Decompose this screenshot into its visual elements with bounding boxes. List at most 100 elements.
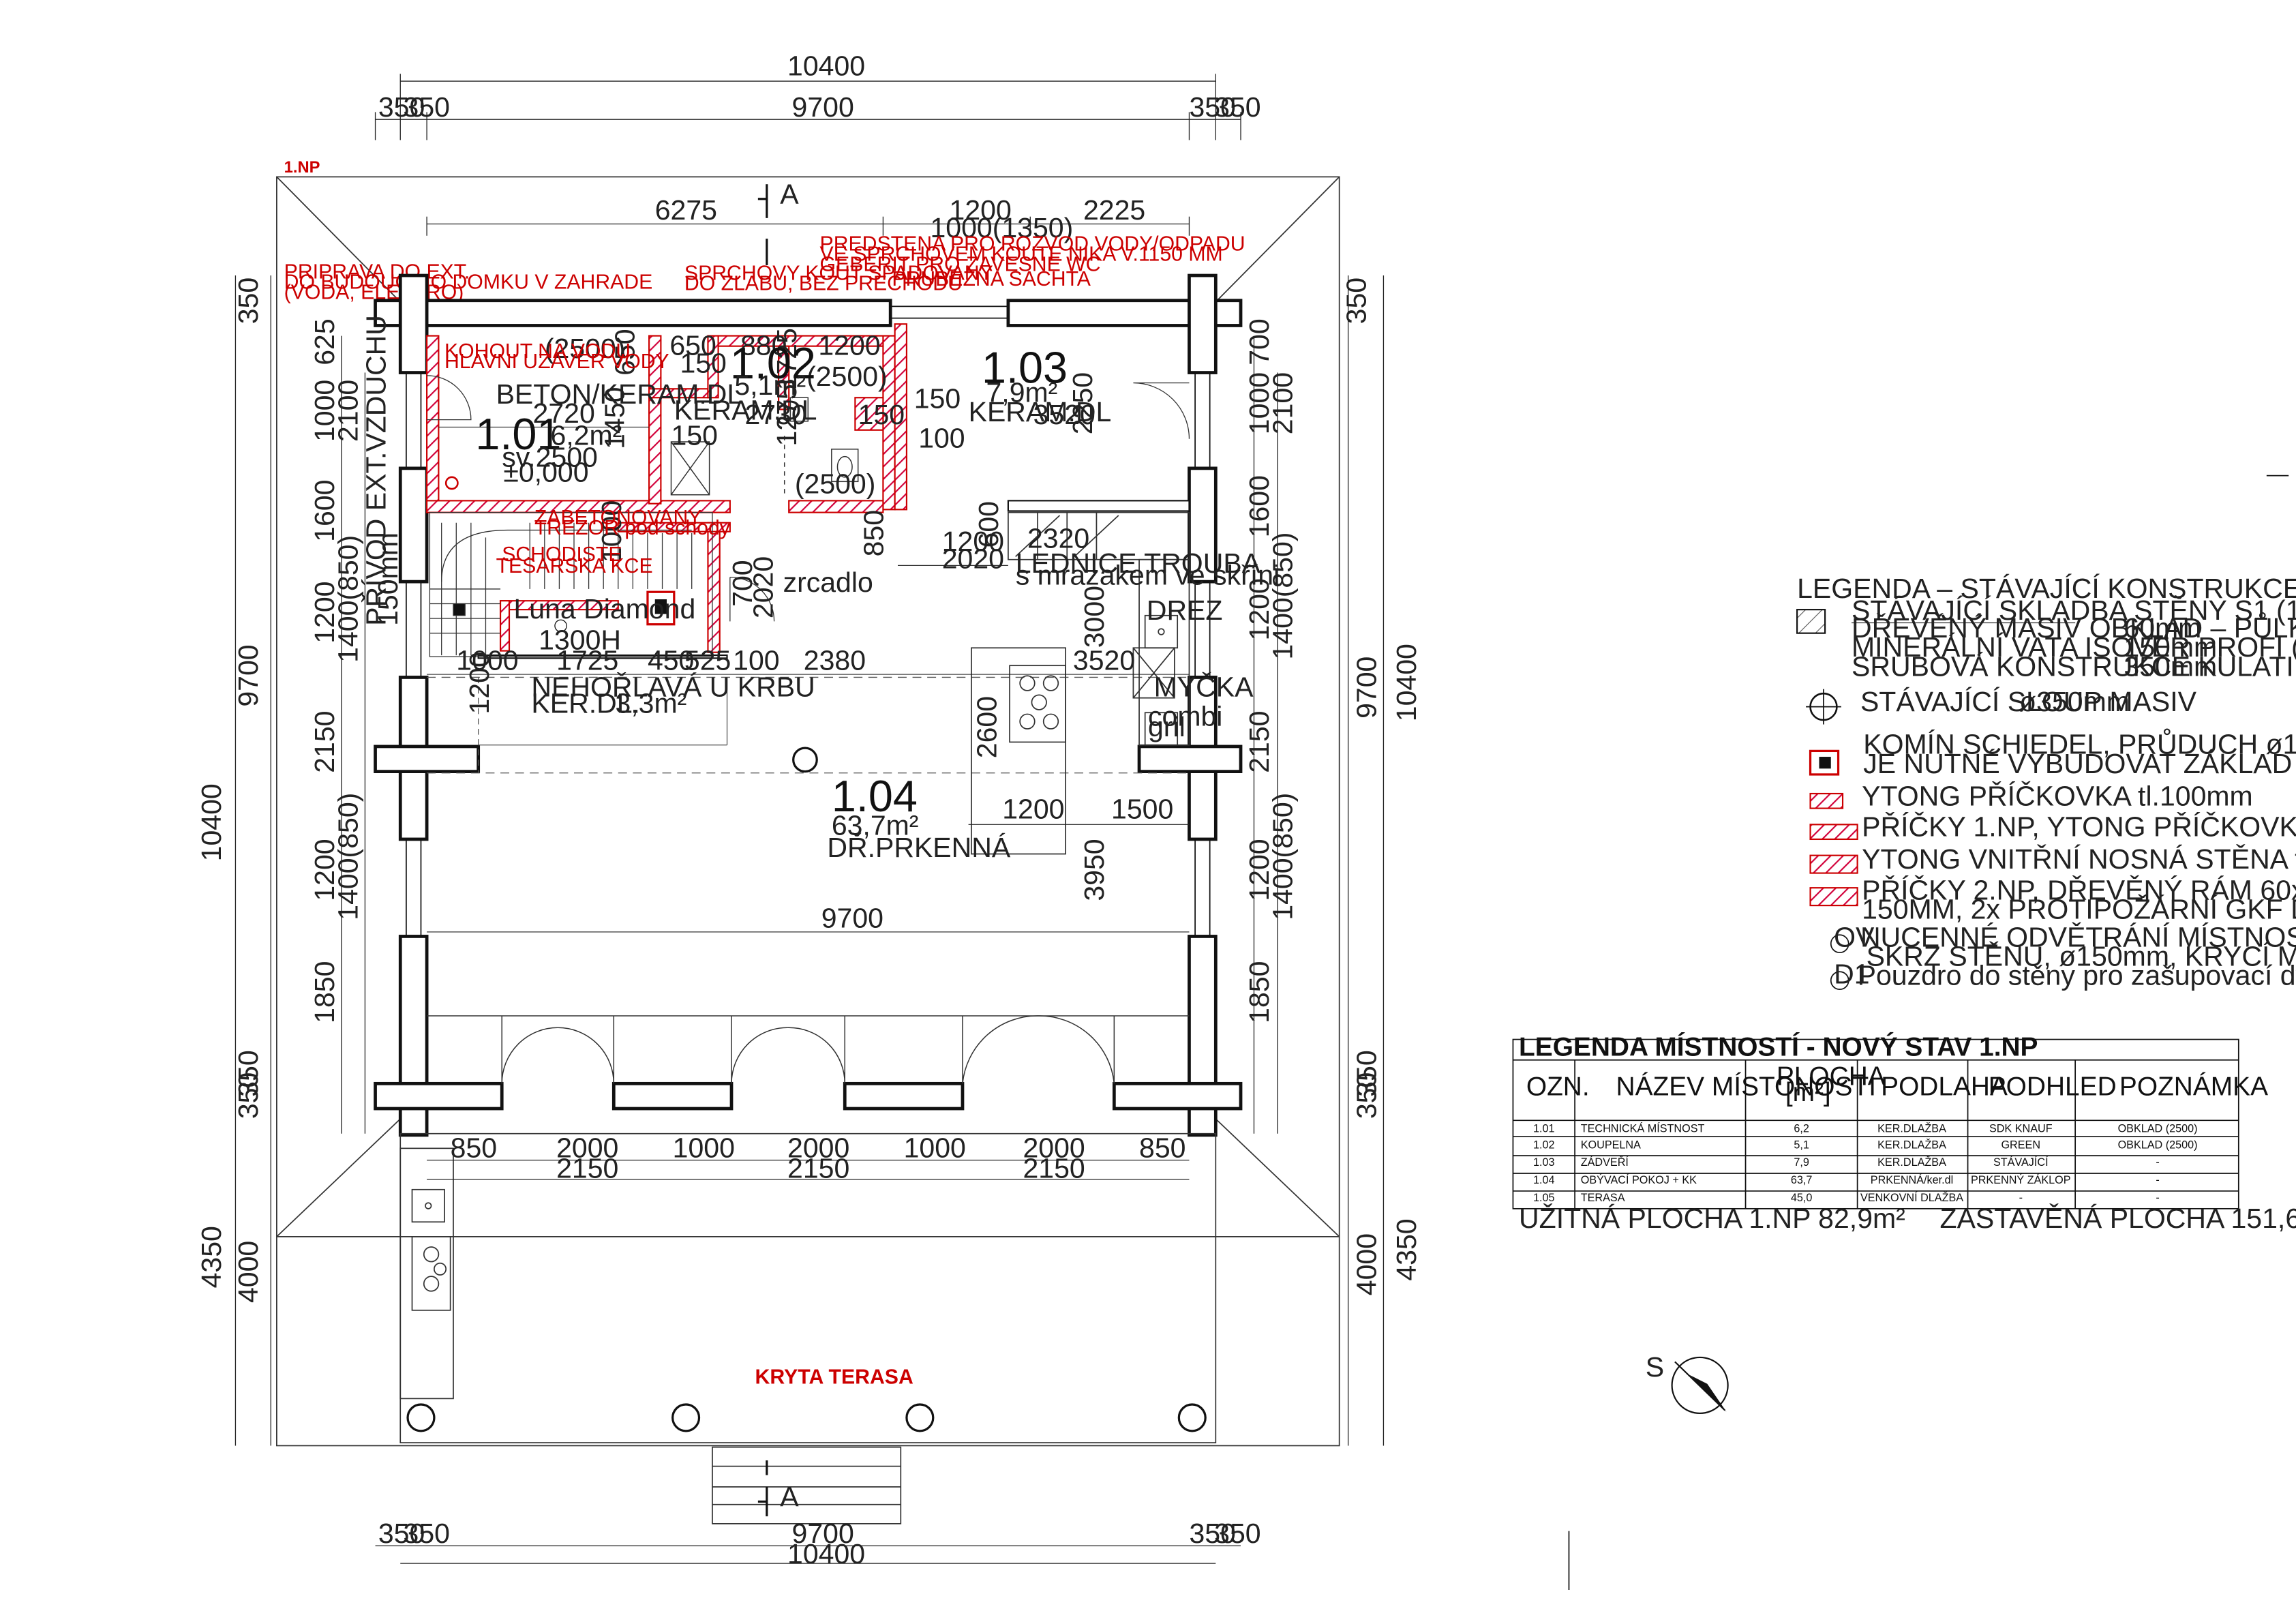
interior-dim-lines xyxy=(427,426,1190,933)
room-101-floor: BETON/KERAM.DL xyxy=(496,378,743,410)
legend-col: STÁVAJÍCÍ SLOUP MASIV xyxy=(1860,686,2197,717)
dim-left-1200b: 1200 xyxy=(309,839,340,901)
dim-bot-2000b: 2000 xyxy=(787,1132,849,1163)
dim-left-1600: 1600 xyxy=(309,480,340,542)
table-cell: KOUPELNA xyxy=(1581,1139,1641,1151)
dim-in-1450: 1450 xyxy=(599,387,630,449)
right-dim-labels: 350 700 1000 2100 1600 1200 1400(850) 97… xyxy=(1243,277,1422,1295)
legend-s1a: DŘEVĚNÝ MASIV OBKLAD – PŮLKULATINA xyxy=(1852,612,2296,644)
room-102-area: 5,1m² xyxy=(734,370,806,401)
dim-btm-350b: 350 xyxy=(404,1518,450,1549)
legend-s1c: SRUBOVÁ KONSTRUKCE KULATINA xyxy=(1852,650,2296,682)
table-cell: 63,7 xyxy=(1791,1174,1813,1186)
dim-right-1850: 1850 xyxy=(1243,961,1275,1023)
fireplace-floor: KER.DL. xyxy=(531,687,640,719)
dim-bot-2150b: 2150 xyxy=(787,1153,849,1184)
dim-in-600: 600 xyxy=(973,501,1004,547)
dim-right-350b: 350 xyxy=(1351,1072,1383,1119)
dim-in-2600: 2600 xyxy=(971,696,1003,758)
room-labels: BETON/KERAM.DL 1.01 6,2m² sv.2500 ±0,000… xyxy=(475,338,1280,863)
dim-left-4000: 4000 xyxy=(232,1241,264,1303)
dim-bot-2000c: 2000 xyxy=(1023,1132,1085,1163)
dim-btm-350c: 350 xyxy=(1189,1518,1235,1549)
chimney xyxy=(646,590,676,626)
table-cell: PRKENNÁ/ker.dl xyxy=(1871,1173,1953,1186)
room-101-area: 6,2m² xyxy=(550,419,622,451)
dim-left-1400b: 1400(850) xyxy=(333,793,364,920)
dim-in-1000c: 1000 xyxy=(456,645,518,676)
table-h-name: NÁZEV MÍSTONOSTI xyxy=(1616,1072,1876,1102)
dim-right-1400: 1400(850) xyxy=(1267,532,1299,660)
dim-in-3520a: 3520 xyxy=(1033,399,1096,430)
dim-right-1400b: 1400(850) xyxy=(1267,793,1299,920)
note-kohout-1: KOHOUT NA VODU xyxy=(444,340,631,363)
table-h-poznamka: POZNÁMKA xyxy=(2119,1072,2268,1102)
vent-label: PŘÍVOD EXT.VZDUCHU xyxy=(361,315,392,626)
legend-p2b: 150MM, 2x PROTIPOŽÁRNÍ GKF DESKA 15MM xyxy=(1862,894,2296,925)
window-lines xyxy=(406,305,1211,937)
legend-s1: STÁVAJÍCÍ SKLADBA STĚNY S1 (1.NP) xyxy=(1852,595,2296,626)
dim-in-150d: 150 xyxy=(914,382,961,414)
table-cell: - xyxy=(2156,1192,2159,1204)
dim-right-10400: 10400 xyxy=(1391,644,1422,721)
sheet-title: 1.NP xyxy=(284,159,320,177)
dim-in-2720: 2720 xyxy=(533,397,595,429)
fridge-label: LEDNICE TROUBA xyxy=(1016,547,1261,579)
dim-in-1500: 1500 xyxy=(1111,794,1173,825)
table-cell: 45,0 xyxy=(1791,1192,1813,1204)
legend-title: LEGENDA – STÁVAJÍCÍ KONSTRUKCE xyxy=(1797,573,2296,604)
dim-in-3950: 3950 xyxy=(1078,839,1110,901)
interior-walls xyxy=(426,323,908,653)
exterior-walls xyxy=(374,273,1243,1137)
table-cell: - xyxy=(2156,1174,2159,1186)
dim-left-1400: 1400(850) xyxy=(333,535,364,663)
dim-in-3000: 3000 xyxy=(1078,586,1110,648)
fireplace-area: 3,3m² xyxy=(615,687,686,719)
dim-in-1000b: 1000 xyxy=(596,500,627,562)
bottom-dim-labels: 850 2000 1000 2000 1000 2000 850 2150 21… xyxy=(378,1132,1261,1569)
dim-right-2100: 2100 xyxy=(1267,372,1299,434)
grill-label: gril xyxy=(1148,711,1185,742)
dim-left-inner: 9700 xyxy=(232,644,264,706)
kitchen xyxy=(971,511,1190,855)
dim-bot-2150c: 2150 xyxy=(1023,1153,1085,1184)
dim-bot-2150a: 2150 xyxy=(556,1153,618,1184)
dishwasher-label: MYČKA xyxy=(1154,672,1254,703)
dim-left-350c: 350 xyxy=(232,1050,264,1096)
room-table xyxy=(1512,1038,2239,1209)
dim-btm-9700: 9700 xyxy=(792,1518,854,1549)
table-cell: 1.01 xyxy=(1533,1123,1555,1135)
dim-top-left-a: 350 xyxy=(378,91,425,123)
note-pred-1: PREDSTENA PRO ROZVOD VODY/ODPADU xyxy=(820,232,1245,255)
dim-btm-10400: 10400 xyxy=(787,1538,865,1569)
terrace-columns xyxy=(406,1403,1207,1432)
dim-in-2500b: (2500) xyxy=(806,361,888,392)
dim-bot-1000b: 1000 xyxy=(904,1132,966,1163)
note-prip-1: PRIPRAVA DO EXT. xyxy=(284,260,470,283)
dim-top-inner: 9700 xyxy=(792,91,854,123)
left-dimensions xyxy=(235,275,366,1446)
room-104-floor: DŘ.PRKENNÁ xyxy=(827,832,1011,863)
dim-right-2150: 2150 xyxy=(1243,711,1275,773)
room-103-id: 1.03 xyxy=(982,343,1068,393)
dim-in-2320: 2320 xyxy=(1027,522,1089,554)
dim-top-right-b: 350 xyxy=(1214,91,1260,123)
staircase xyxy=(429,512,713,657)
table-cell: VENKOVNÍ DLAŽBA xyxy=(1860,1191,1963,1204)
room-101-sv: sv.2500 xyxy=(502,442,598,473)
dim-in-150c: 150 xyxy=(858,399,905,430)
combi-label: combi xyxy=(1148,701,1222,732)
dim-in-2020: 2020 xyxy=(942,543,1004,575)
dim-in-2500c: (2500) xyxy=(795,468,876,500)
dim-right-4000: 4000 xyxy=(1351,1233,1383,1295)
table-cell: KER.DLAŽBA xyxy=(1877,1138,1946,1151)
dim-in-9700: 9700 xyxy=(821,902,883,933)
table-cell: 7,9 xyxy=(1794,1156,1809,1169)
dim-top-total: 10400 xyxy=(787,50,865,81)
sink-label: DREZ xyxy=(1147,595,1223,626)
dim-bot-2000a: 2000 xyxy=(556,1132,618,1163)
note-kohout-2: HLAVNI UZAVER VODY xyxy=(444,350,669,373)
legend-y100: YTONG PŘÍČKOVKA tl.100mm xyxy=(1862,780,2253,811)
legend-s1b: MINERÁLNÍ VATA ISOVER PROFI (DŘ.ROŠT) xyxy=(1852,631,2296,663)
